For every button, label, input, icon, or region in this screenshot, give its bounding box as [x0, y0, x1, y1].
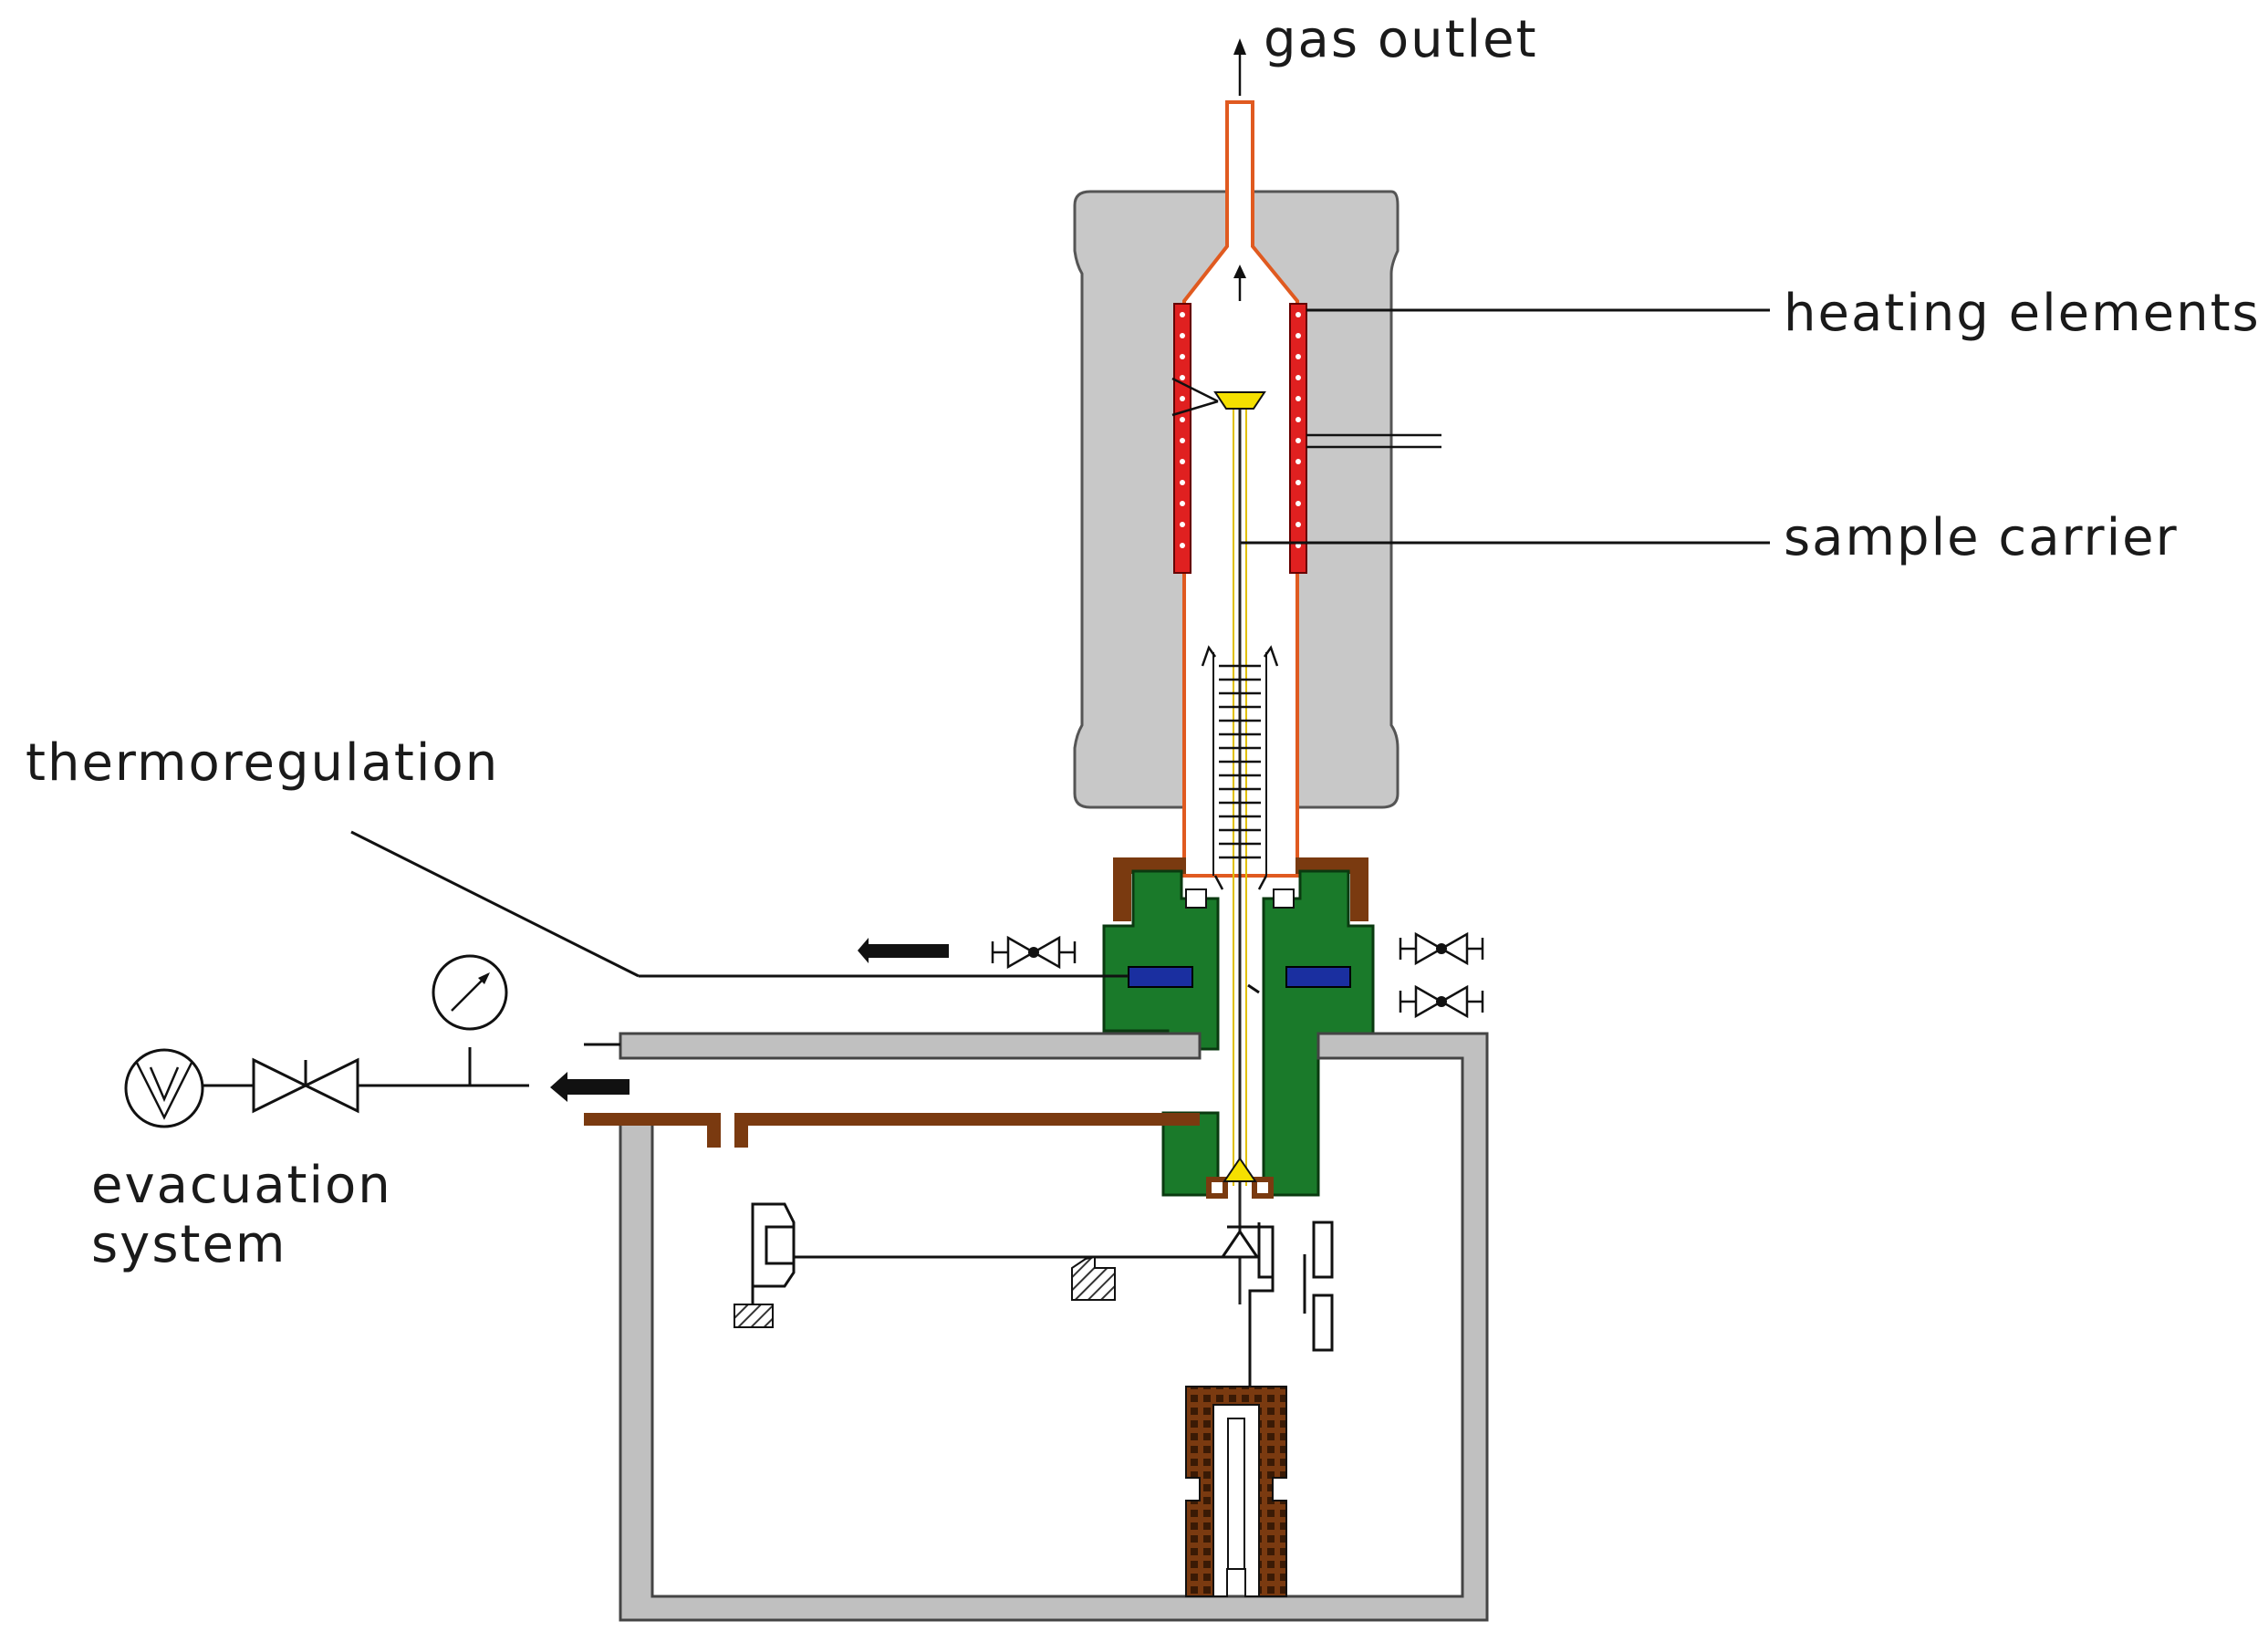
heater-dot: [1180, 522, 1185, 527]
flow-arrow-tube: [1233, 265, 1246, 301]
gas-outlet-arrow: [1233, 38, 1246, 96]
thermoregulation-coil-right: [1285, 966, 1351, 988]
top-seals: [1185, 875, 1295, 909]
heater-dot: [1180, 375, 1185, 380]
heater-dot: [1295, 375, 1301, 380]
balance-beam: [789, 1222, 1275, 1396]
label-heating-elements: heating elements: [1784, 284, 2258, 343]
heater-dot: [1295, 438, 1301, 443]
counterweight-left: [734, 1202, 796, 1328]
label-sample-carrier: sample carrier: [1784, 508, 2179, 567]
thermoregulation-outlet: [858, 938, 949, 963]
bottom-seals: [1206, 1157, 1274, 1199]
heater-dot: [1180, 417, 1185, 422]
gas-inlet-valve-bottom: [1399, 984, 1484, 1019]
heater-dot: [1180, 396, 1185, 401]
weight-middle: [1071, 1255, 1116, 1301]
heater-dot: [1180, 438, 1185, 443]
leader-lines: [350, 308, 1770, 994]
radiation-shields: [1212, 652, 1267, 876]
heater-dot: [1295, 354, 1301, 359]
heater-dot: [1180, 459, 1185, 464]
heater-dot: [1295, 522, 1301, 527]
thermocouple-wires: [1306, 433, 1441, 449]
sensor-right: [1303, 1221, 1334, 1352]
heater-dot: [1295, 333, 1301, 338]
heater-dot: [1180, 501, 1185, 506]
heater-dot: [1180, 480, 1185, 485]
gas-inlet-valves: [1399, 931, 1484, 1019]
heater-dot: [1180, 543, 1185, 548]
thermoregulation-valve-icon: [991, 935, 1077, 970]
label-system: system: [91, 1215, 286, 1274]
heater-dot: [1180, 354, 1185, 359]
electromagnetic-coil: [1185, 1386, 1287, 1597]
evacuation-arrow: [550, 1072, 630, 1102]
balance-housing: [584, 1032, 1489, 1622]
heater-dot: [1295, 459, 1301, 464]
sample-carrier: [1171, 377, 1266, 1304]
heater-dot: [1295, 417, 1301, 422]
heater-dot: [1295, 480, 1301, 485]
pressure-gauge-icon: [432, 954, 508, 1031]
shield-hooks: [1201, 645, 1279, 667]
label-gas-outlet: gas outlet: [1264, 10, 1538, 69]
gas-inlet-valve-top: [1399, 931, 1484, 966]
heater-dot: [1295, 396, 1301, 401]
thermoregulation-valve: [991, 935, 1077, 970]
heater-dot: [1180, 312, 1185, 317]
pump-icon: [124, 1048, 204, 1128]
heater-dot: [1295, 501, 1301, 506]
heater-dot: [1295, 312, 1301, 317]
label-evacuation: evacuation: [91, 1156, 392, 1215]
thermoregulation-coil-left: [1128, 966, 1193, 988]
heater-dot: [1180, 333, 1185, 338]
evacuation-line: [203, 1047, 529, 1087]
label-thermoregulation: thermoregulation: [26, 733, 499, 793]
evacuation-valve-icon: [252, 1057, 359, 1114]
